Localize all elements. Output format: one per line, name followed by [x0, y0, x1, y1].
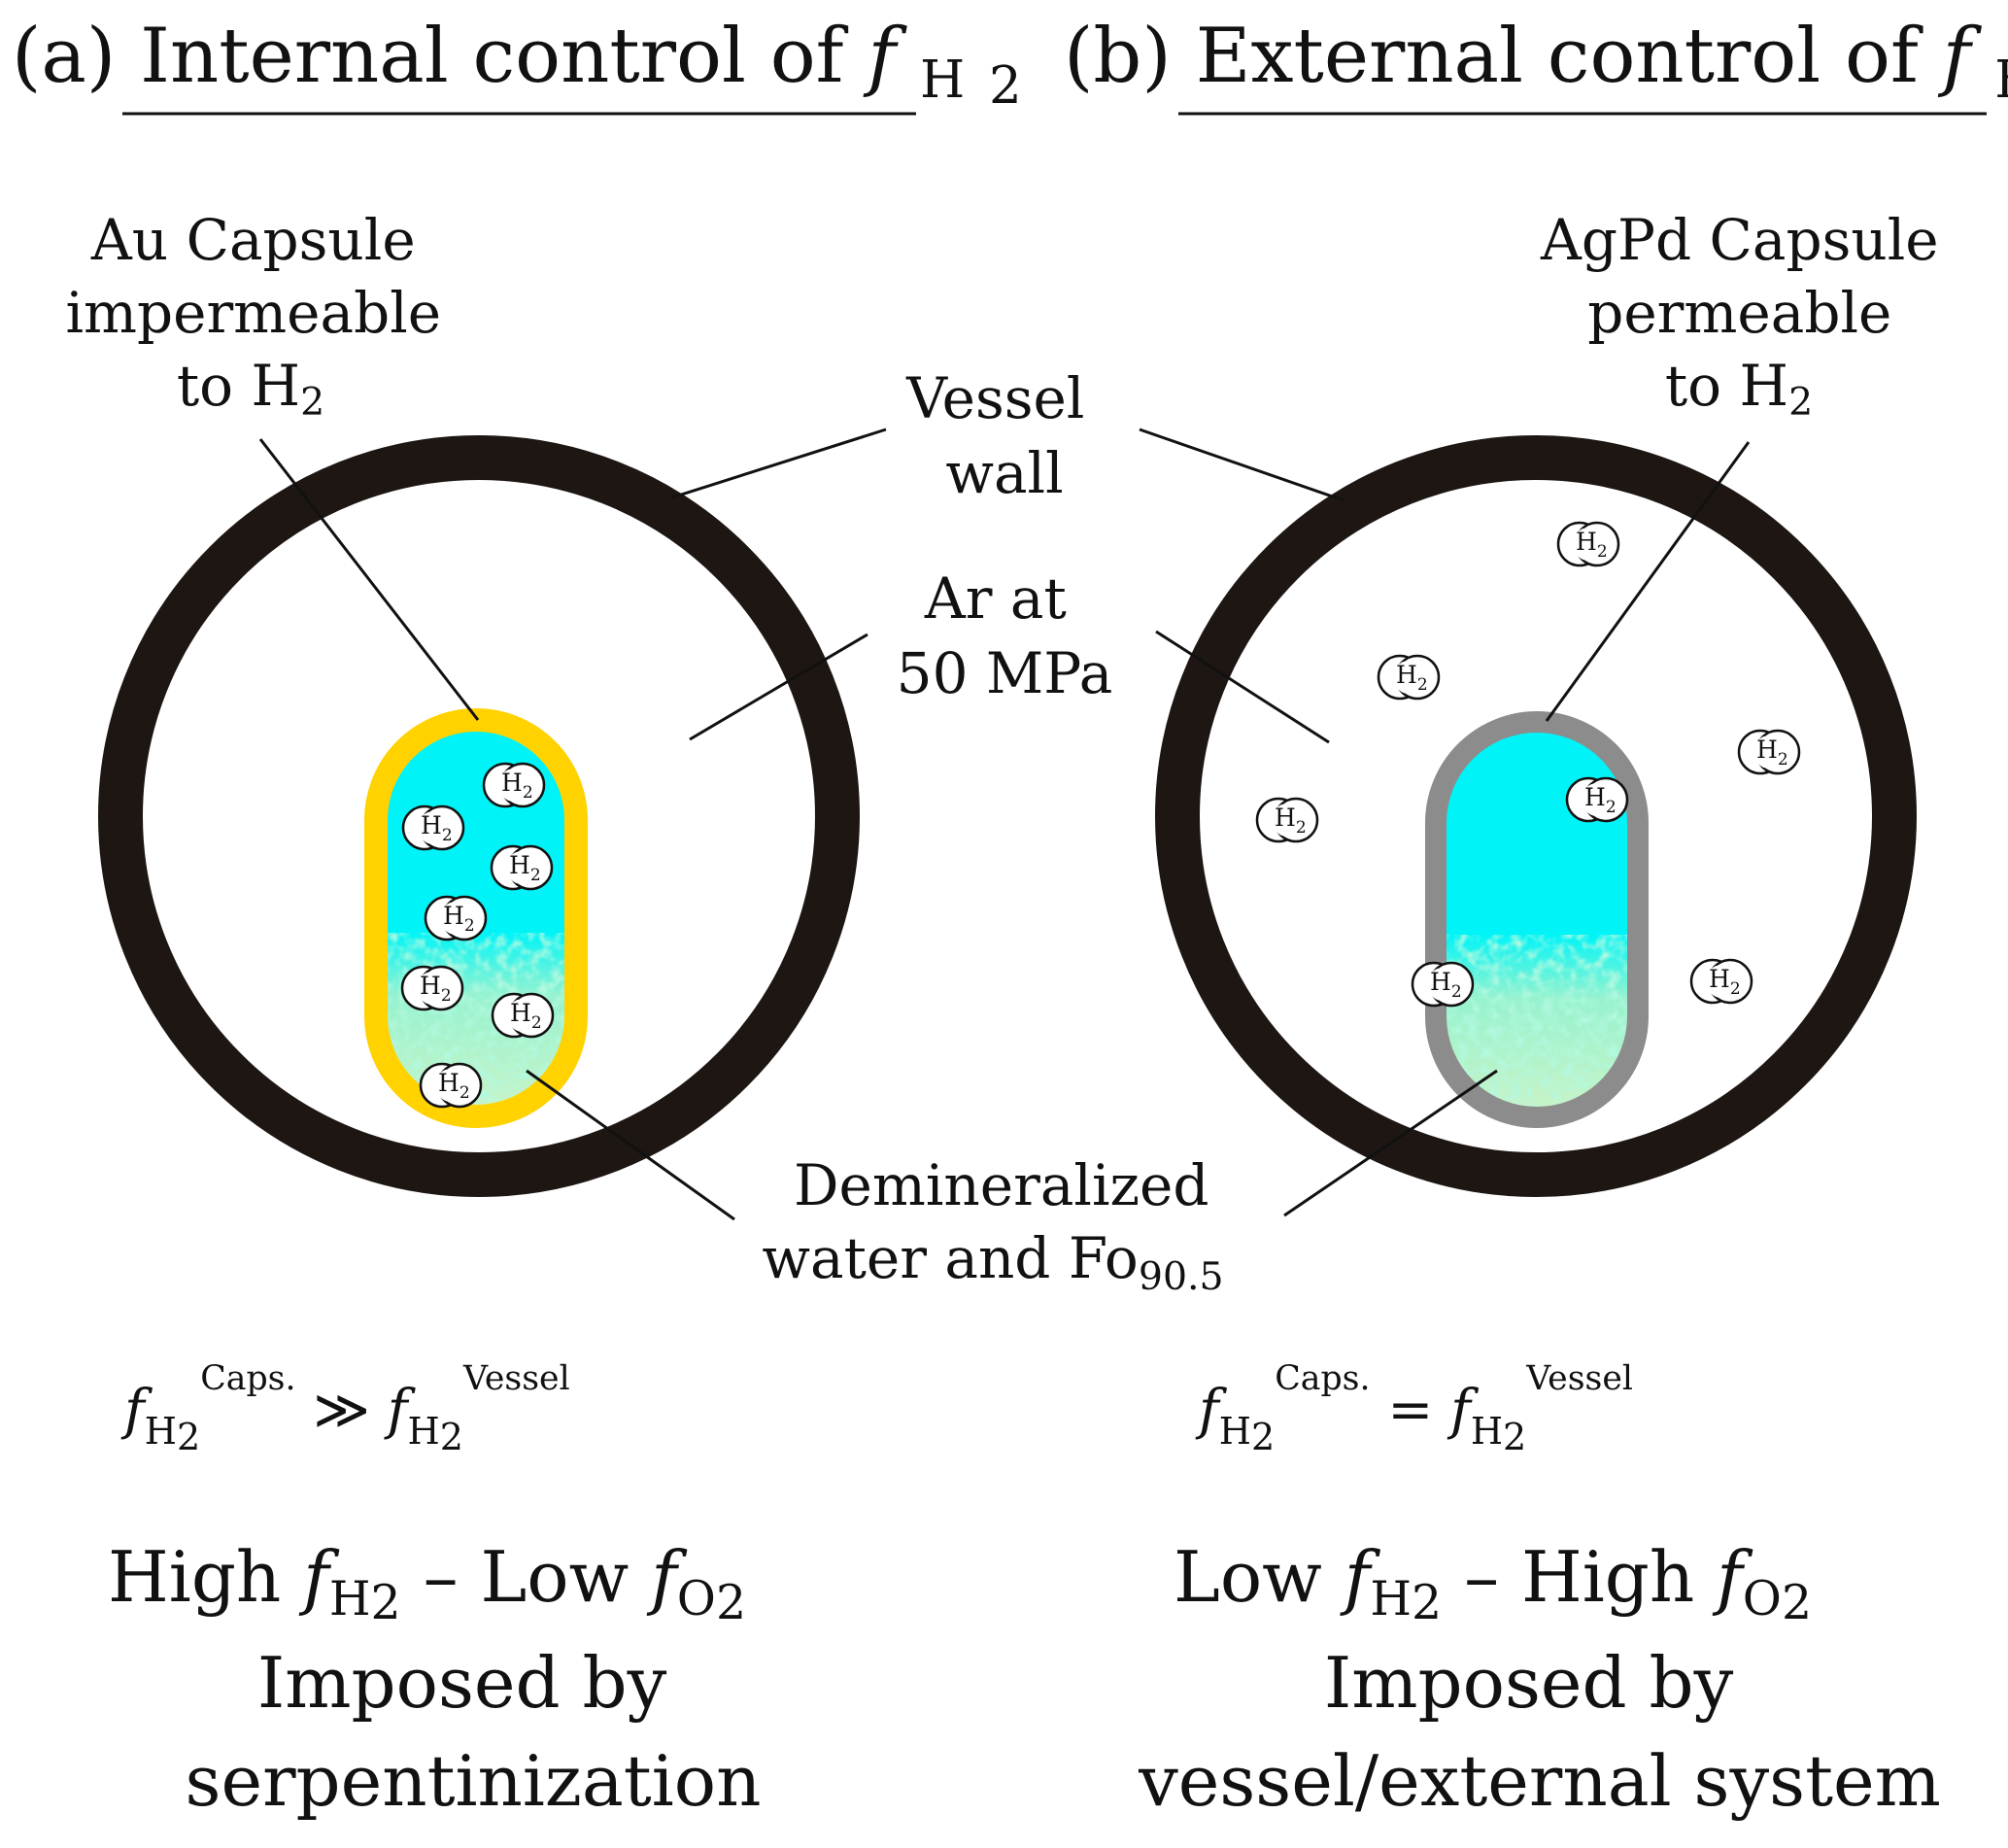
h2-molecule: H2	[400, 965, 464, 1011]
h2-label: H2	[501, 769, 533, 803]
h2-molecule: H2	[401, 804, 465, 851]
h2-molecule: H2	[1255, 797, 1319, 843]
h2-label: H2	[1275, 804, 1307, 838]
argon-label: Ar at 50 MPa	[897, 565, 1113, 706]
h2-molecule: H2	[1411, 961, 1475, 1008]
h2-label: H2	[1584, 783, 1617, 817]
svg-text:(b) External con: (b) External control of f H 2	[1064, 13, 2008, 116]
h2-label: H2	[1430, 968, 1462, 1002]
leader-lines	[258, 428, 1751, 1221]
leader-vessel-a	[671, 428, 887, 499]
panel-a-equation: fH2Caps. ≫ fH2Vessel	[120, 1359, 570, 1458]
panel-b-title: (b) External control of f H 2	[1064, 13, 2008, 116]
h2-label: H2	[1576, 528, 1608, 562]
h-subscript: H	[1994, 50, 2008, 110]
panel-b-title-main: External control of	[1196, 13, 1943, 100]
h2-molecule: H2	[482, 762, 546, 808]
h2-molecule: H2	[1565, 776, 1629, 823]
leader-ar-a	[689, 633, 868, 741]
h-subscript: H	[920, 50, 965, 110]
panel-a-title: (a) Internal control of f H 2	[12, 13, 1022, 116]
leader-vessel-b	[1139, 428, 1344, 502]
h2-label: H2	[420, 972, 452, 1006]
leader-ar-b	[1155, 630, 1330, 744]
h2-label: H2	[1756, 736, 1788, 770]
panel-b-imposed: Imposed by vessel/external system	[1138, 1642, 1941, 1822]
h2-label: H2	[509, 851, 541, 885]
fugacity-symbol: f	[1938, 13, 1983, 100]
agpd-capsule	[1425, 711, 1649, 1128]
panel-b-title-prefix: (b)	[1064, 13, 1172, 100]
vessel-wall-b	[1155, 435, 1917, 1197]
h2-molecule: H2	[1689, 958, 1753, 1005]
h2-label: H2	[1709, 965, 1741, 999]
vessel-wall-label: Vessel wall	[905, 365, 1103, 506]
h2-label: H2	[443, 902, 475, 936]
h2-molecule: H2	[1377, 654, 1441, 701]
fugacity-symbol: f	[863, 13, 907, 100]
vessel-wall-a	[98, 435, 860, 1197]
leader-water-a	[526, 1069, 735, 1221]
h2-label: H2	[421, 811, 453, 845]
water-label: Demineralized water and Fo90.5	[762, 1152, 1227, 1299]
panel-a-title-main: Internal control of	[140, 13, 868, 100]
panel-b-condition: Low fH2 – High fO2	[1174, 1536, 1812, 1630]
h2-molecule: H2	[491, 992, 555, 1039]
svg-text:(a) Internal con: (a) Internal control of f H 2	[12, 13, 1022, 116]
h2-label: H2	[438, 1069, 470, 1103]
h2-molecule: H2	[490, 844, 554, 891]
panel-a-imposed: Imposed by serpentinization	[186, 1642, 762, 1822]
h2-molecule: H2	[424, 895, 488, 941]
agpd-capsule-label: AgPd Capsule permeable to H2	[1540, 207, 1957, 425]
leader-water-b	[1283, 1069, 1498, 1217]
two-subscript: 2	[989, 55, 1022, 116]
panel-a-condition: High fH2 – Low fO2	[108, 1536, 746, 1630]
h2-label: H2	[510, 999, 542, 1033]
h2-molecule: H2	[1737, 729, 1801, 775]
leader-au-capsule	[258, 438, 480, 721]
h2-molecule: H2	[419, 1062, 483, 1109]
panel-b-equation: fH2Caps. = fH2Vessel	[1195, 1359, 1633, 1458]
h2-label: H2	[1396, 661, 1428, 695]
au-capsule-label: Au Capsule impermeable to H2	[65, 207, 459, 425]
panel-a-title-prefix: (a)	[12, 13, 116, 100]
h2-molecule: H2	[1556, 521, 1620, 567]
leader-agpd-capsule	[1545, 441, 1751, 722]
